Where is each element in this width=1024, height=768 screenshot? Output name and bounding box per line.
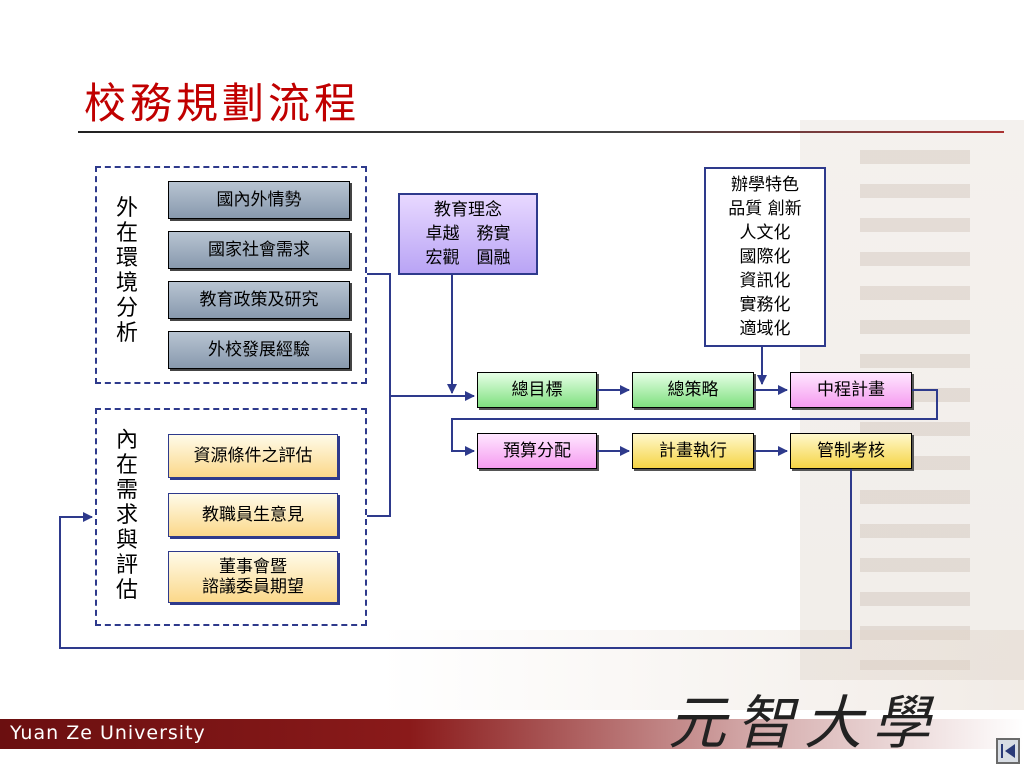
flow-execution: 計畫執行 (632, 433, 754, 469)
school-features-box: 辦學特色品質 創新人文化國際化資訊化實務化適域化 (704, 167, 826, 347)
internal-assessment-label-char: 內 (115, 428, 138, 453)
external-analysis-label-char: 分 (115, 296, 138, 321)
page-title: 校務規劃流程 (84, 79, 361, 128)
arrow-feedback-loop (59, 469, 852, 649)
external-analysis-group (95, 166, 367, 384)
school-features-line: 辦學特色 (731, 175, 799, 195)
previous-slide-button[interactable] (996, 738, 1020, 764)
school-features-line: 品質 創新 (728, 199, 802, 219)
external-analysis-label-char: 外 (115, 196, 138, 221)
external-analysis-label-char: 析 (115, 321, 138, 346)
internal-assessment-label-char: 在 (115, 453, 138, 478)
background-fade (380, 630, 1024, 710)
title-divider (78, 131, 1004, 133)
internal-item-2: 教職員生意見 (168, 493, 338, 537)
school-features-line: 資訊化 (739, 271, 791, 291)
flow-strategy: 總策略 (632, 372, 754, 408)
school-features-line: 適域化 (739, 319, 791, 339)
flow-budget: 預算分配 (477, 433, 597, 469)
background-watermark (800, 120, 1024, 680)
education-philosophy-box: 教育理念卓越 務實宏觀 圓融 (398, 193, 538, 275)
internal-assessment-label-char: 估 (115, 578, 138, 603)
footer-university-en: Yuan Ze University (10, 722, 206, 744)
external-analysis-label: 外在環境分析 (114, 196, 140, 346)
external-item-2: 國家社會需求 (168, 231, 350, 269)
education-philosophy-line: 宏觀 圓融 (425, 248, 511, 268)
flow-midterm-plan: 中程計畫 (790, 372, 912, 408)
school-features-line: 實務化 (739, 295, 791, 315)
internal-assessment-label-char: 評 (115, 553, 138, 578)
internal-item-1: 資源條件之評估 (168, 434, 338, 478)
internal-assessment-label-char: 求 (115, 503, 138, 528)
internal-assessment-label-char: 與 (115, 528, 138, 553)
external-analysis-label-char: 環 (115, 246, 138, 271)
school-features-line: 國際化 (739, 247, 791, 267)
education-philosophy-line: 卓越 務實 (425, 224, 511, 244)
external-item-1: 國內外情勢 (168, 181, 350, 219)
arrow-plan-budget (451, 389, 938, 456)
external-analysis-label-char: 在 (115, 221, 138, 246)
flow-control: 管制考核 (790, 433, 912, 469)
internal-assessment-label-char: 需 (115, 478, 138, 503)
external-item-4: 外校發展經驗 (168, 331, 350, 369)
footer-bar (0, 719, 1024, 749)
internal-item-3: 董事會暨 諮議委員期望 (168, 551, 338, 603)
flow-goal: 總目標 (477, 372, 597, 408)
internal-assessment-label: 內在需求與評估 (114, 428, 140, 603)
external-item-3: 教育政策及研究 (168, 281, 350, 319)
external-analysis-label-char: 境 (115, 271, 138, 296)
group-bracket (367, 273, 391, 517)
internal-assessment-group (95, 408, 367, 626)
school-features-line: 人文化 (739, 223, 791, 243)
education-philosophy-line: 教育理念 (434, 200, 502, 220)
university-logo: 元智大學 (668, 689, 941, 757)
